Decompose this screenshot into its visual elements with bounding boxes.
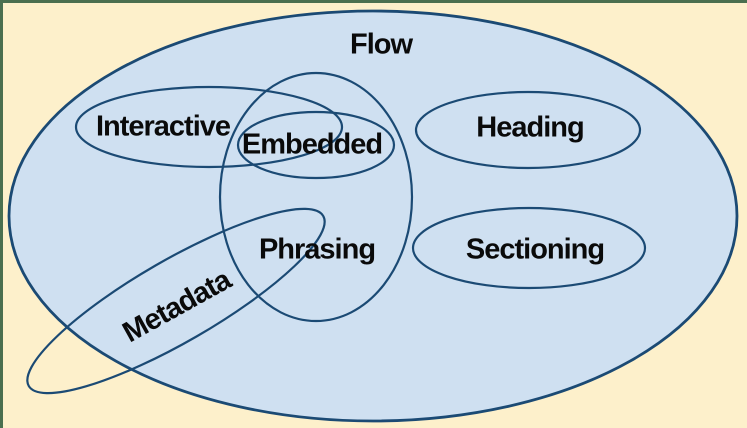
phrasing-set-ellipse (218, 71, 414, 323)
phrasing-set-label: Phrasing (258, 233, 376, 266)
flow-set-label: Flow (349, 28, 413, 61)
sectioning-set-label: Sectioning (465, 233, 605, 266)
sectioning-set-ellipse (411, 206, 647, 290)
embedded-set-label: Embedded (241, 128, 383, 161)
interactive-set-label: Interactive (95, 110, 231, 143)
heading-set-label: Heading (476, 111, 584, 144)
canvas-border-left (0, 0, 3, 428)
heading-set-ellipse (414, 90, 642, 170)
interactive-set-ellipse (74, 85, 344, 169)
embedded-set-ellipse (236, 110, 396, 180)
flow-set-ellipse (7, 9, 739, 423)
canvas-border-top (0, 0, 747, 3)
metadata-set-ellipse (26, 207, 326, 395)
